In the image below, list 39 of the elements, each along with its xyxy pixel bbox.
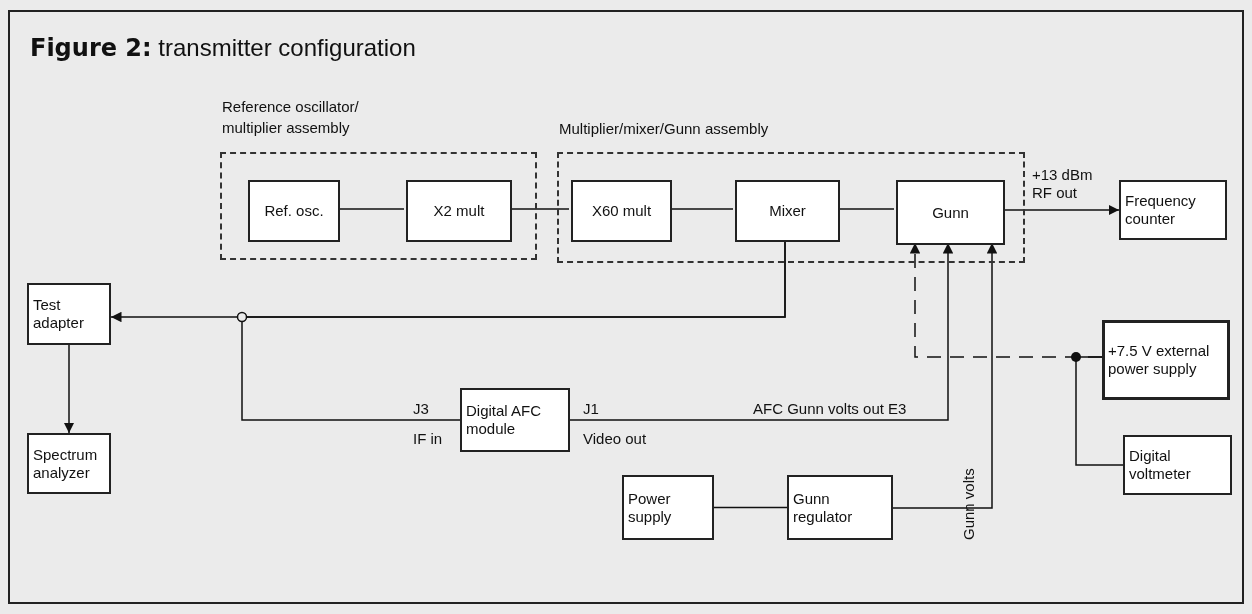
block-box [735,180,840,242]
port-label: J3 [413,400,429,418]
block-box [1123,435,1232,495]
block-label: Digital voltmeter [1129,447,1192,483]
block-label: X2 mult [433,202,485,220]
block-box [1102,320,1230,400]
block-box [571,180,672,242]
block-box [406,180,512,242]
block-label: Spectrum analyzer [33,445,99,482]
block-box [896,180,1005,245]
block-box [622,475,714,540]
block-label: Mixer [769,202,806,220]
block-label: Gunn [932,203,969,222]
group-heading: Multiplier/mixer/Gunn assembly [559,119,769,139]
port-label: Video out [583,430,647,448]
block-label: +7.5 V external power supply [1108,342,1211,378]
block-label: Gunn regulator [793,489,854,526]
connector [713,506,788,509]
block-box [1119,180,1227,240]
block-box [460,388,570,452]
block-box [27,283,111,345]
block-label: Ref. osc. [264,202,324,220]
block-label: Frequency counter [1125,192,1197,228]
edge-label: Gunn volts [960,468,978,540]
block-box [787,475,893,540]
block-label: Power supply [628,489,673,526]
edge-label: +13 dBm RF out [1032,166,1094,202]
group-heading: Reference oscillator/ multiplier assembly [222,97,360,138]
connector [1075,356,1124,466]
block-label: X60 mult [591,202,652,220]
block-box [27,433,111,494]
connector [63,344,75,434]
block-label: Test adapter [33,296,85,332]
port-label: IF in [413,430,443,448]
port-label: J1 [583,400,599,418]
edge-label: AFC Gunn volts out E3 [753,400,907,418]
block-label: Digital AFC module [466,402,543,438]
block-box [248,180,340,242]
figure-title: Figure 2: transmitter configuration [30,34,416,62]
